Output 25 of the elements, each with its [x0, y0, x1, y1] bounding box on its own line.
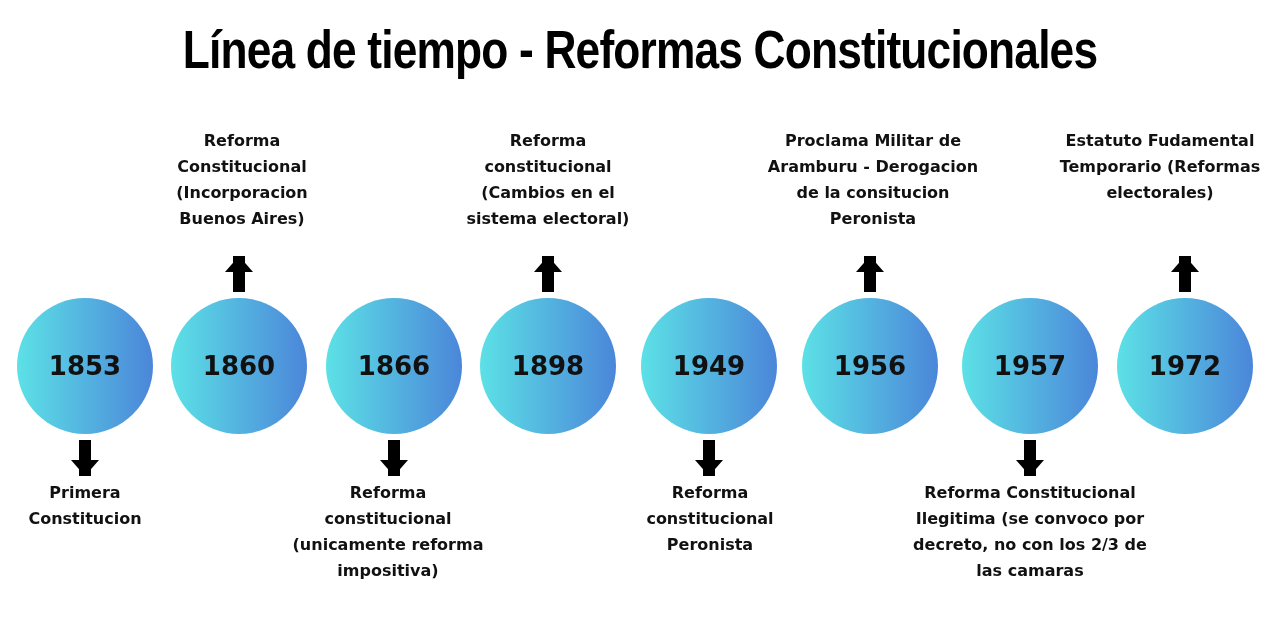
event-text: Proclama Militar de Aramburu - Derogacion de la consitucion Peronista [766, 130, 980, 230]
arrow [380, 440, 408, 476]
arrow [534, 256, 562, 292]
arrow [1171, 256, 1199, 292]
arrow [225, 256, 253, 292]
year-label: 1957 [993, 351, 1067, 381]
event-text: Reforma constitucional (Cambios en el sistema electoral) [465, 130, 631, 230]
title: Línea de tiempo - Reformas Constitucionales [181, 18, 1099, 80]
arrow [856, 256, 884, 292]
year-label: 1866 [357, 351, 431, 381]
arrow [71, 440, 99, 476]
arrow [1016, 440, 1044, 476]
year-label: 1972 [1148, 351, 1222, 381]
year-label: 1860 [202, 351, 276, 381]
event-text: Reforma Constitucional (Incorporacion Buenos Aires) [175, 130, 309, 230]
event-text: Reforma constitucional (unicamente reforma impositiva) [291, 482, 485, 582]
arrow [695, 440, 723, 476]
event-text: Reforma constitucional Peronista [645, 482, 775, 556]
year-label: 1898 [511, 351, 585, 381]
event-text: Estatuto Fudamental Temporario (Reformas electorales) [1058, 130, 1262, 204]
event-text: Primera Constitucion [27, 482, 143, 530]
year-label: 1853 [48, 351, 122, 381]
year-label: 1956 [833, 351, 907, 381]
year-label: 1949 [672, 351, 746, 381]
event-text: Reforma Constitucional Ilegitima (se convoco por decreto, no con los 2/3 de las camaras [912, 482, 1148, 582]
